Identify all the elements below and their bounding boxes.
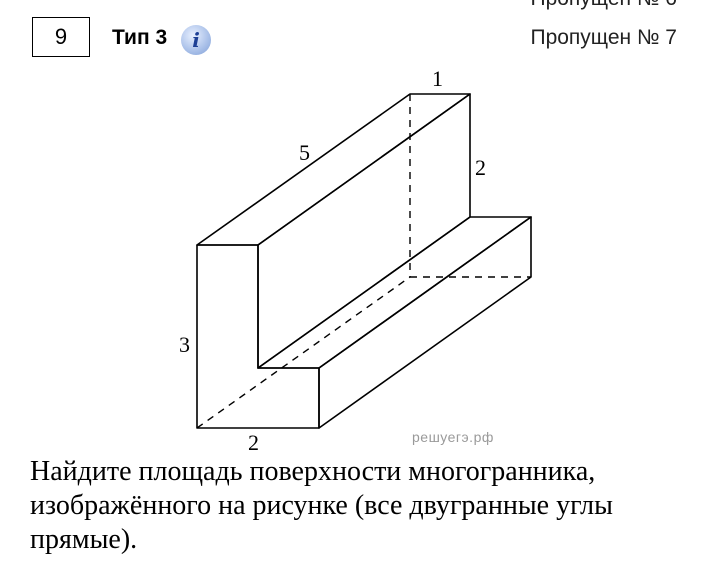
problem-type-label: Тип 3 bbox=[112, 26, 168, 49]
watermark: решуегэ.рф bbox=[412, 429, 494, 445]
step-top-face bbox=[257, 216, 532, 369]
problem-number-box: 9 bbox=[32, 17, 90, 57]
info-icon[interactable]: i bbox=[181, 25, 211, 55]
skipped-problem-7-label[interactable]: Пропущен № 7 bbox=[530, 26, 677, 49]
hidden-edge-bottom bbox=[196, 276, 411, 429]
label-bottom-width: 2 bbox=[248, 430, 259, 455]
label-left-height: 3 bbox=[179, 332, 190, 357]
tall-top-face bbox=[196, 93, 471, 246]
tall-right-face bbox=[257, 93, 471, 369]
skipped-problem-6-label[interactable]: Пропущен № 6 bbox=[530, 0, 677, 11]
label-top-height: 2 bbox=[475, 155, 486, 180]
label-top-length: 5 bbox=[299, 140, 310, 165]
problem-text: Найдите площадь поверхности многогранник… bbox=[30, 456, 613, 555]
label-top-width: 1 bbox=[432, 66, 443, 91]
